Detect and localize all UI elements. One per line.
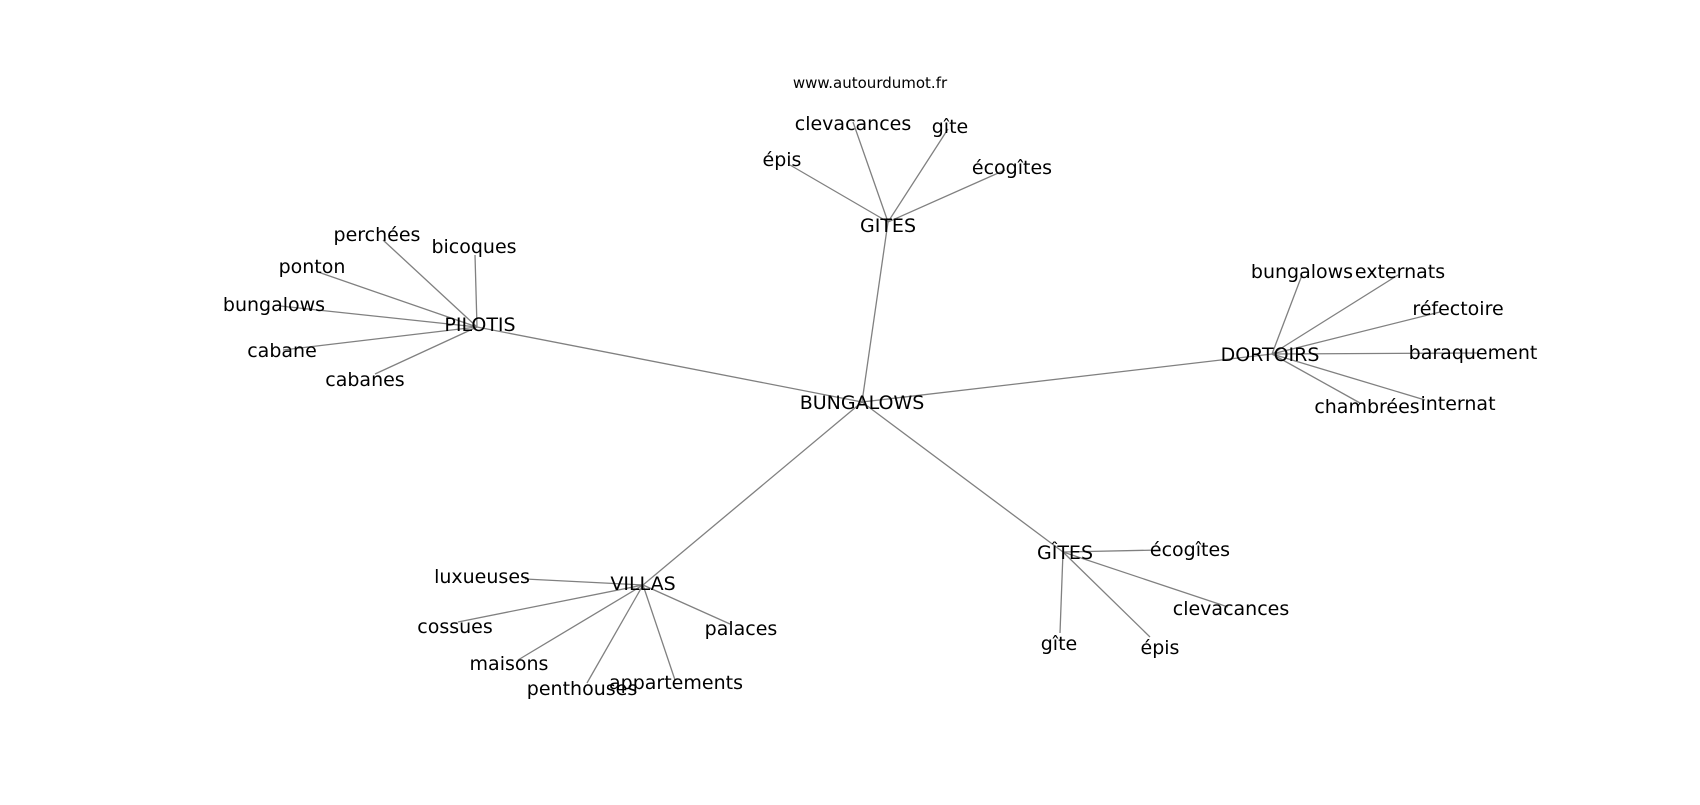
edge-root-to-hub [642,401,863,586]
word-node-label: bicoques [431,236,516,258]
hub-node-label: VILLAS [610,573,675,595]
word-node-label: luxueuses [434,566,530,588]
edge-hub-to-word [1271,311,1441,355]
edge-hub-to-word [1271,274,1399,355]
word-node-label: bungalows [1251,261,1353,283]
word-node-label: écogîtes [972,157,1052,179]
edges-layer [279,121,1479,684]
hub-node-label: DORTOIRS [1221,344,1320,366]
edge-hub-to-word [887,128,949,223]
edge-hub-to-word [1271,353,1426,401]
edge-root-to-hub [861,401,1064,553]
hub-node-label: GITES [860,215,916,237]
word-node-label: baraquement [1409,342,1538,364]
edge-hub-to-word [382,239,478,328]
word-node-label: bungalows [223,294,325,316]
word-node-label: perchées [334,224,421,246]
edge-hub-to-word [1271,274,1303,355]
word-node-label: chambrées [1314,396,1419,418]
edge-hub-to-word [789,164,889,223]
source-url: www.autourdumot.fr [793,74,948,92]
edge-hub-to-word [517,584,644,661]
edge-hub-to-word [852,121,889,223]
edge-hub-to-word [642,584,731,625]
hub-node-label: PILOTIS [444,314,515,336]
word-node-label: internat [1420,393,1495,415]
word-node-label: écogîtes [1150,539,1230,561]
edge-hub-to-word [1062,551,1151,638]
word-node-label: cossues [417,616,493,638]
edge-hub-to-word [457,584,644,623]
edge-hub-to-word [474,254,478,328]
edge-root-to-hub [861,353,1273,403]
word-node-label: penthouses [527,678,637,700]
word-node-label: cabane [247,340,317,362]
word-node-label: maisons [470,653,549,675]
edge-hub-to-word [374,326,478,375]
word-node-label: épis [763,149,802,171]
edge-hub-to-word [524,578,644,586]
edge-hub-to-word [586,584,644,684]
word-node-label: externats [1355,261,1445,283]
edge-hub-to-word [887,169,1006,223]
word-node-label: cabanes [325,369,404,391]
edge-hub-to-word [279,305,478,328]
edge-hub-to-word [1062,549,1161,553]
word-node-label: gîte [932,116,968,138]
word-node-label: ponton [279,256,346,278]
word-node-label: gîte [1041,633,1077,655]
word-node-label: clevacances [1173,598,1289,620]
edge-hub-to-word [1059,551,1064,634]
word-node-label: réfectoire [1412,298,1503,320]
word-node-label: palaces [705,618,778,640]
word-node-label: appartements [609,672,743,694]
root-node-label: BUNGALOWS [800,392,925,414]
edge-root-to-hub [861,221,889,403]
edge-hub-to-word [1062,551,1229,608]
edge-hub-to-word [1271,353,1361,404]
edge-hub-to-word [317,271,478,328]
hub-node-label: GÎTES [1037,541,1093,564]
edge-hub-to-word [642,584,676,681]
labels-layer: www.autourdumot.fr BUNGALOWS GITES épis cle… [223,74,1537,700]
edge-hub-to-word [282,326,478,351]
word-node-label: épis [1141,637,1180,659]
word-node-label: clevacances [795,113,911,135]
edge-root-to-hub [476,326,863,403]
edge-hub-to-word [1271,352,1479,355]
